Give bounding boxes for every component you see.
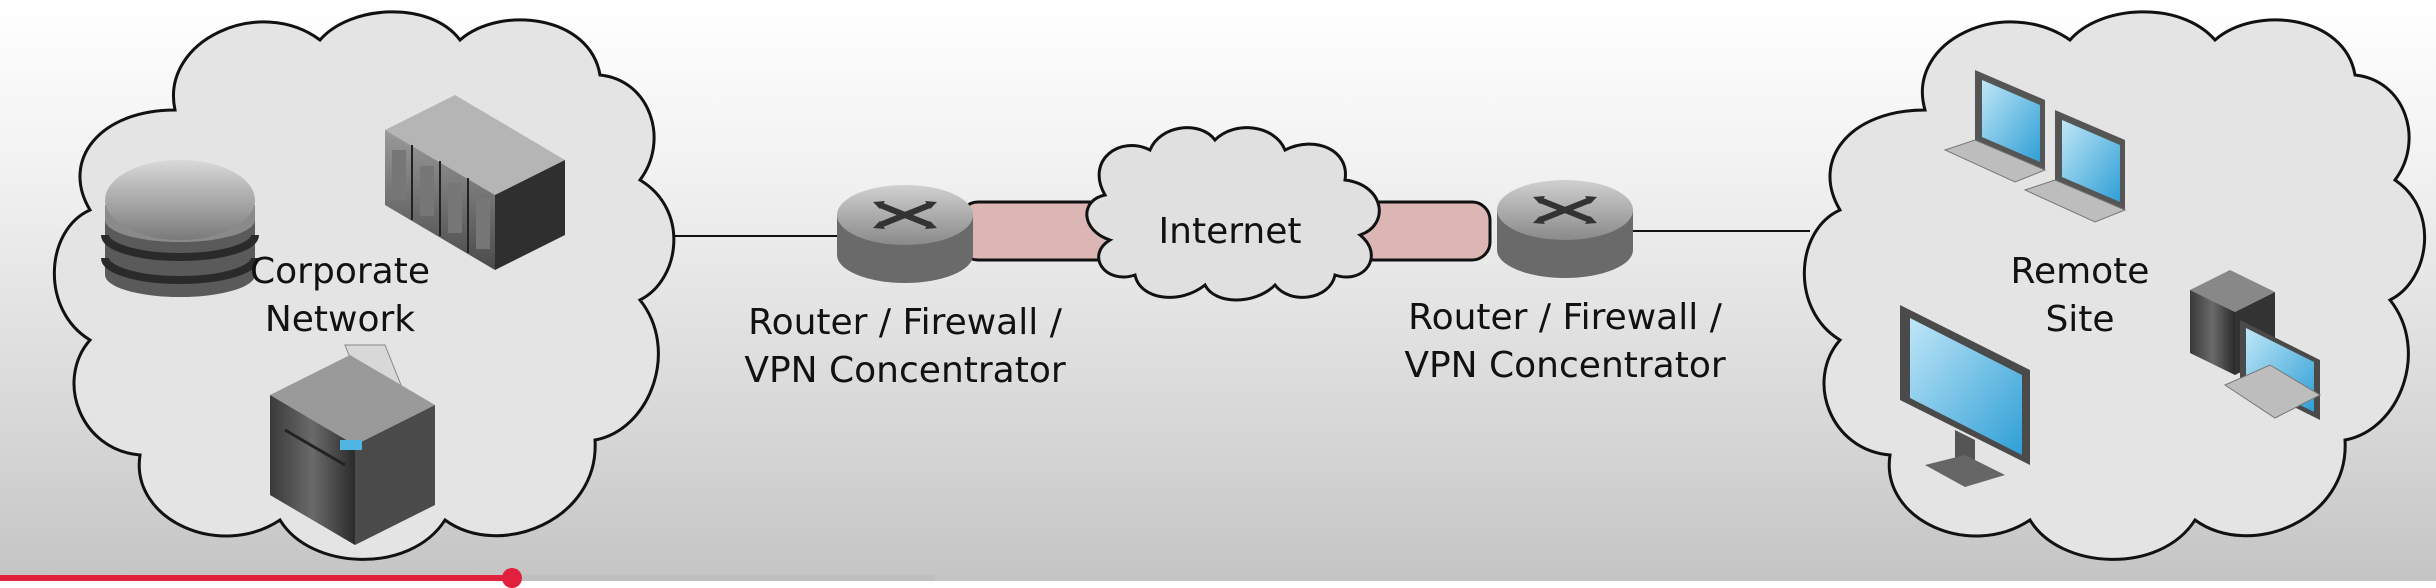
router-left-label-line2: VPN Concentrator: [744, 350, 1066, 391]
router-right-label: Router / Firewall / VPN Concentrator: [1400, 294, 1730, 390]
cloud-icon: [1085, 126, 1381, 302]
router-left-label-line1: Router / Firewall /: [748, 302, 1062, 343]
router-left-label: Router / Firewall / VPN Concentrator: [740, 299, 1070, 395]
server-rack-icon: [385, 95, 565, 270]
remote-site-label-line1: Remote: [2010, 251, 2150, 292]
video-progress-handle[interactable]: [501, 568, 522, 588]
desktop-computer-icon: [2190, 270, 2322, 420]
video-progress-bar[interactable]: [0, 568, 935, 588]
monitor-icon: [1900, 305, 2030, 487]
internet-label: Internet: [1140, 208, 1320, 256]
router-right-label-line2: VPN Concentrator: [1404, 345, 1726, 386]
laptop-icon: [2023, 110, 2127, 223]
remote-site-label: Remote Site: [2005, 248, 2155, 344]
remote-site-label-line2: Site: [2045, 299, 2115, 340]
router-icon: [837, 185, 973, 283]
corporate-network-label-line2: Network: [264, 299, 416, 340]
corporate-network-label: Corporate Network: [240, 248, 440, 344]
corporate-network-label-line1: Corporate: [250, 251, 430, 292]
printer-icon: [270, 344, 435, 545]
laptop-icon: [1943, 70, 2047, 183]
router-right-label-line1: Router / Firewall /: [1408, 297, 1722, 338]
internet-label-text: Internet: [1158, 211, 1302, 252]
database-icon: [101, 160, 259, 297]
router-icon: [1497, 180, 1633, 278]
video-progress-fill: [0, 575, 512, 581]
